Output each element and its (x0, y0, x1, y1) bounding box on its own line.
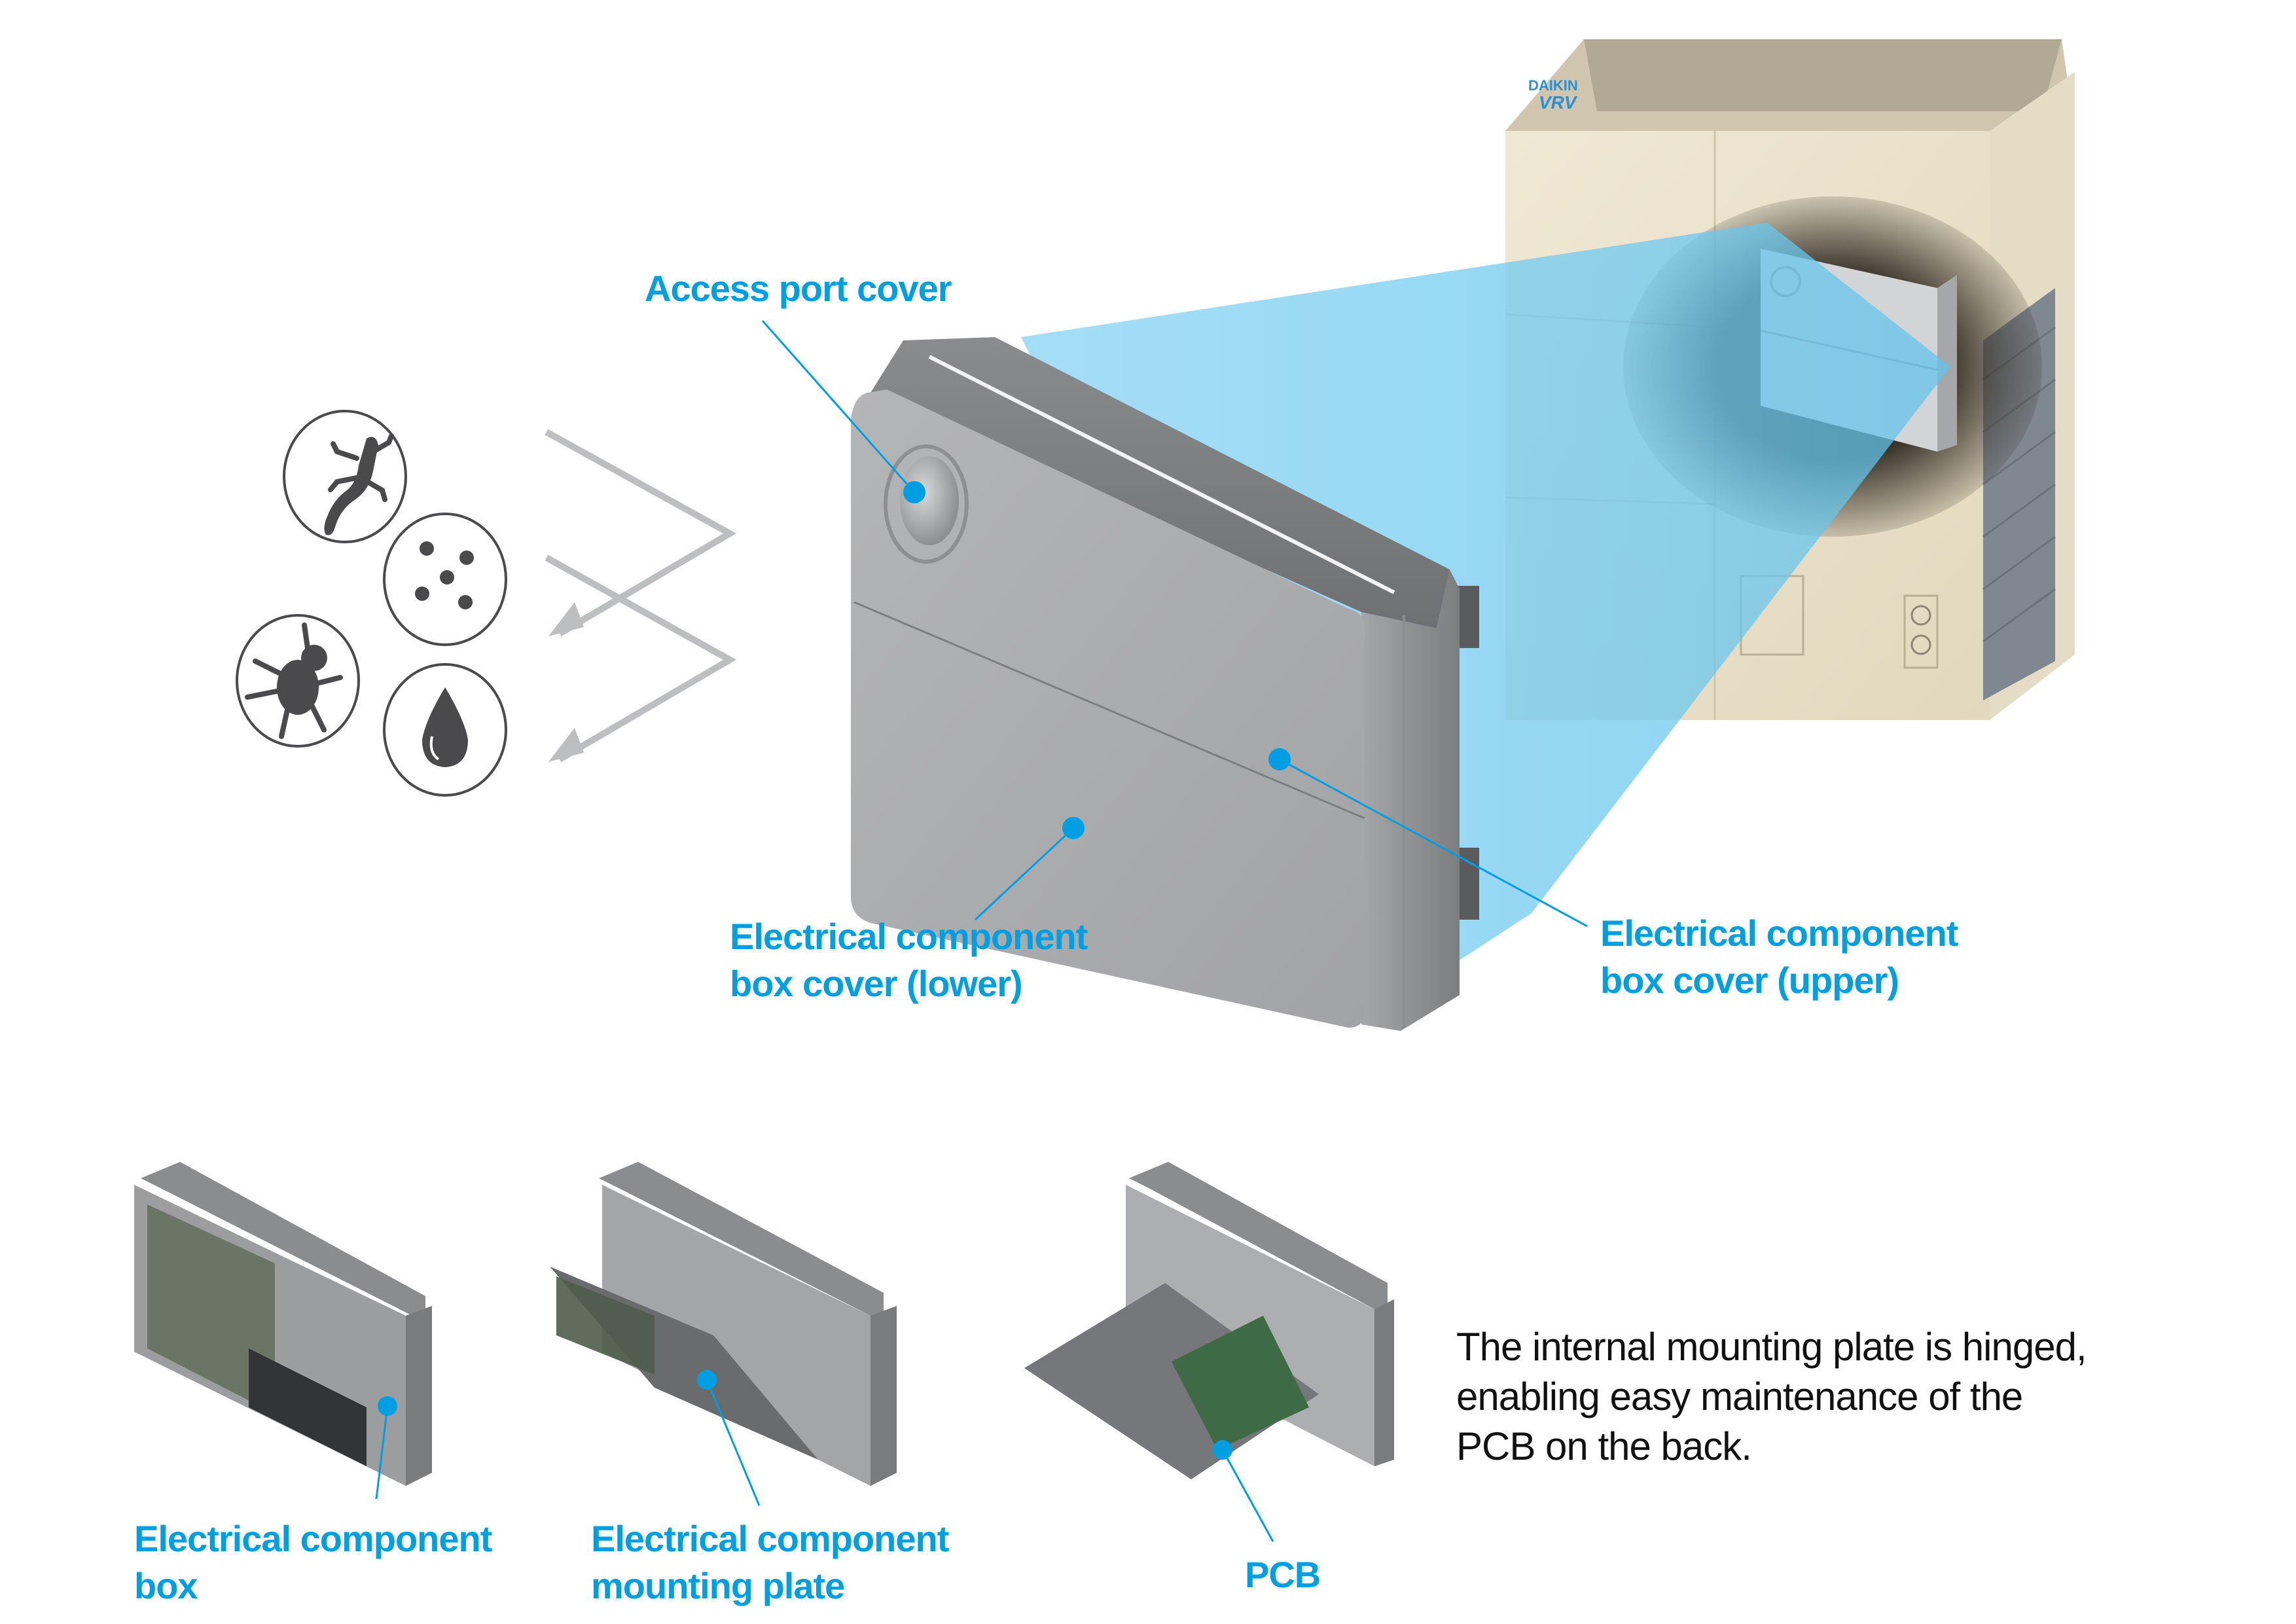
leader-cover-lower (974, 827, 1075, 921)
description: The internal mounting plate is hinged, e… (1456, 1322, 2087, 1471)
highlight-edge (928, 355, 1395, 594)
label-mounting-plate: Electrical component mounting plate (591, 1515, 949, 1610)
callout-dot-access-port (903, 481, 925, 503)
mounting-bracket-bottom (1456, 848, 1479, 920)
brand-logo: DAIKIN VRV (1528, 77, 1578, 113)
water-drop-icon (383, 663, 507, 797)
electrical-component-box (851, 337, 1479, 1031)
thumbnail-mounting-plate (550, 1162, 897, 1506)
lizard-icon (283, 410, 407, 543)
arrowhead-bottom (548, 728, 584, 762)
brand-name: DAIKIN (1528, 77, 1578, 94)
insect-icon (236, 614, 360, 748)
thumbnail-pcb (1024, 1162, 1394, 1542)
deflection-arrows (545, 429, 737, 763)
label-access-port-cover: Access port cover (645, 268, 952, 309)
label-box-line1: Electrical component (134, 1518, 492, 1559)
mounting-bracket-top (1456, 586, 1479, 648)
arrow-bottom (545, 554, 737, 763)
label-pcb: PCB (1245, 1554, 1321, 1595)
projection-beam (1021, 223, 1950, 1018)
label-electrical-component-box: Electrical component box (134, 1515, 492, 1610)
label-plate-line1: Electrical component (591, 1518, 949, 1559)
label-cover-lower: Electrical component box cover (lower) (730, 913, 1088, 1007)
thumbnail-box (134, 1162, 432, 1500)
access-port (884, 444, 969, 564)
label-cover-upper-line2: box cover (upper) (1600, 960, 1899, 1001)
callout-leaders (761, 320, 1588, 928)
leader-access-port (761, 320, 914, 492)
leader-cover-upper (1279, 758, 1588, 928)
callout-dot-cover-upper (1268, 748, 1291, 770)
model-name: VRV (1539, 92, 1577, 113)
label-box-line2: box (134, 1565, 198, 1606)
arrowhead-top (548, 602, 584, 636)
hazard-icons (236, 410, 507, 797)
callout-dot-cover-lower (1062, 817, 1085, 839)
label-cover-upper: Electrical component box cover (upper) (1600, 910, 1958, 1004)
label-cover-upper-line1: Electrical component (1600, 912, 1958, 954)
cover-split-line (853, 601, 1365, 820)
label-cover-lower-line1: Electrical component (730, 916, 1088, 957)
dust-icon (383, 513, 507, 646)
description-line3: PCB on the back. (1456, 1424, 1752, 1468)
description-line2: enabling easy maintenance of the (1456, 1375, 2023, 1418)
label-cover-lower-line2: box cover (lower) (730, 963, 1023, 1004)
description-line1: The internal mounting plate is hinged, (1456, 1325, 2087, 1369)
label-plate-line2: mounting plate (591, 1565, 845, 1606)
